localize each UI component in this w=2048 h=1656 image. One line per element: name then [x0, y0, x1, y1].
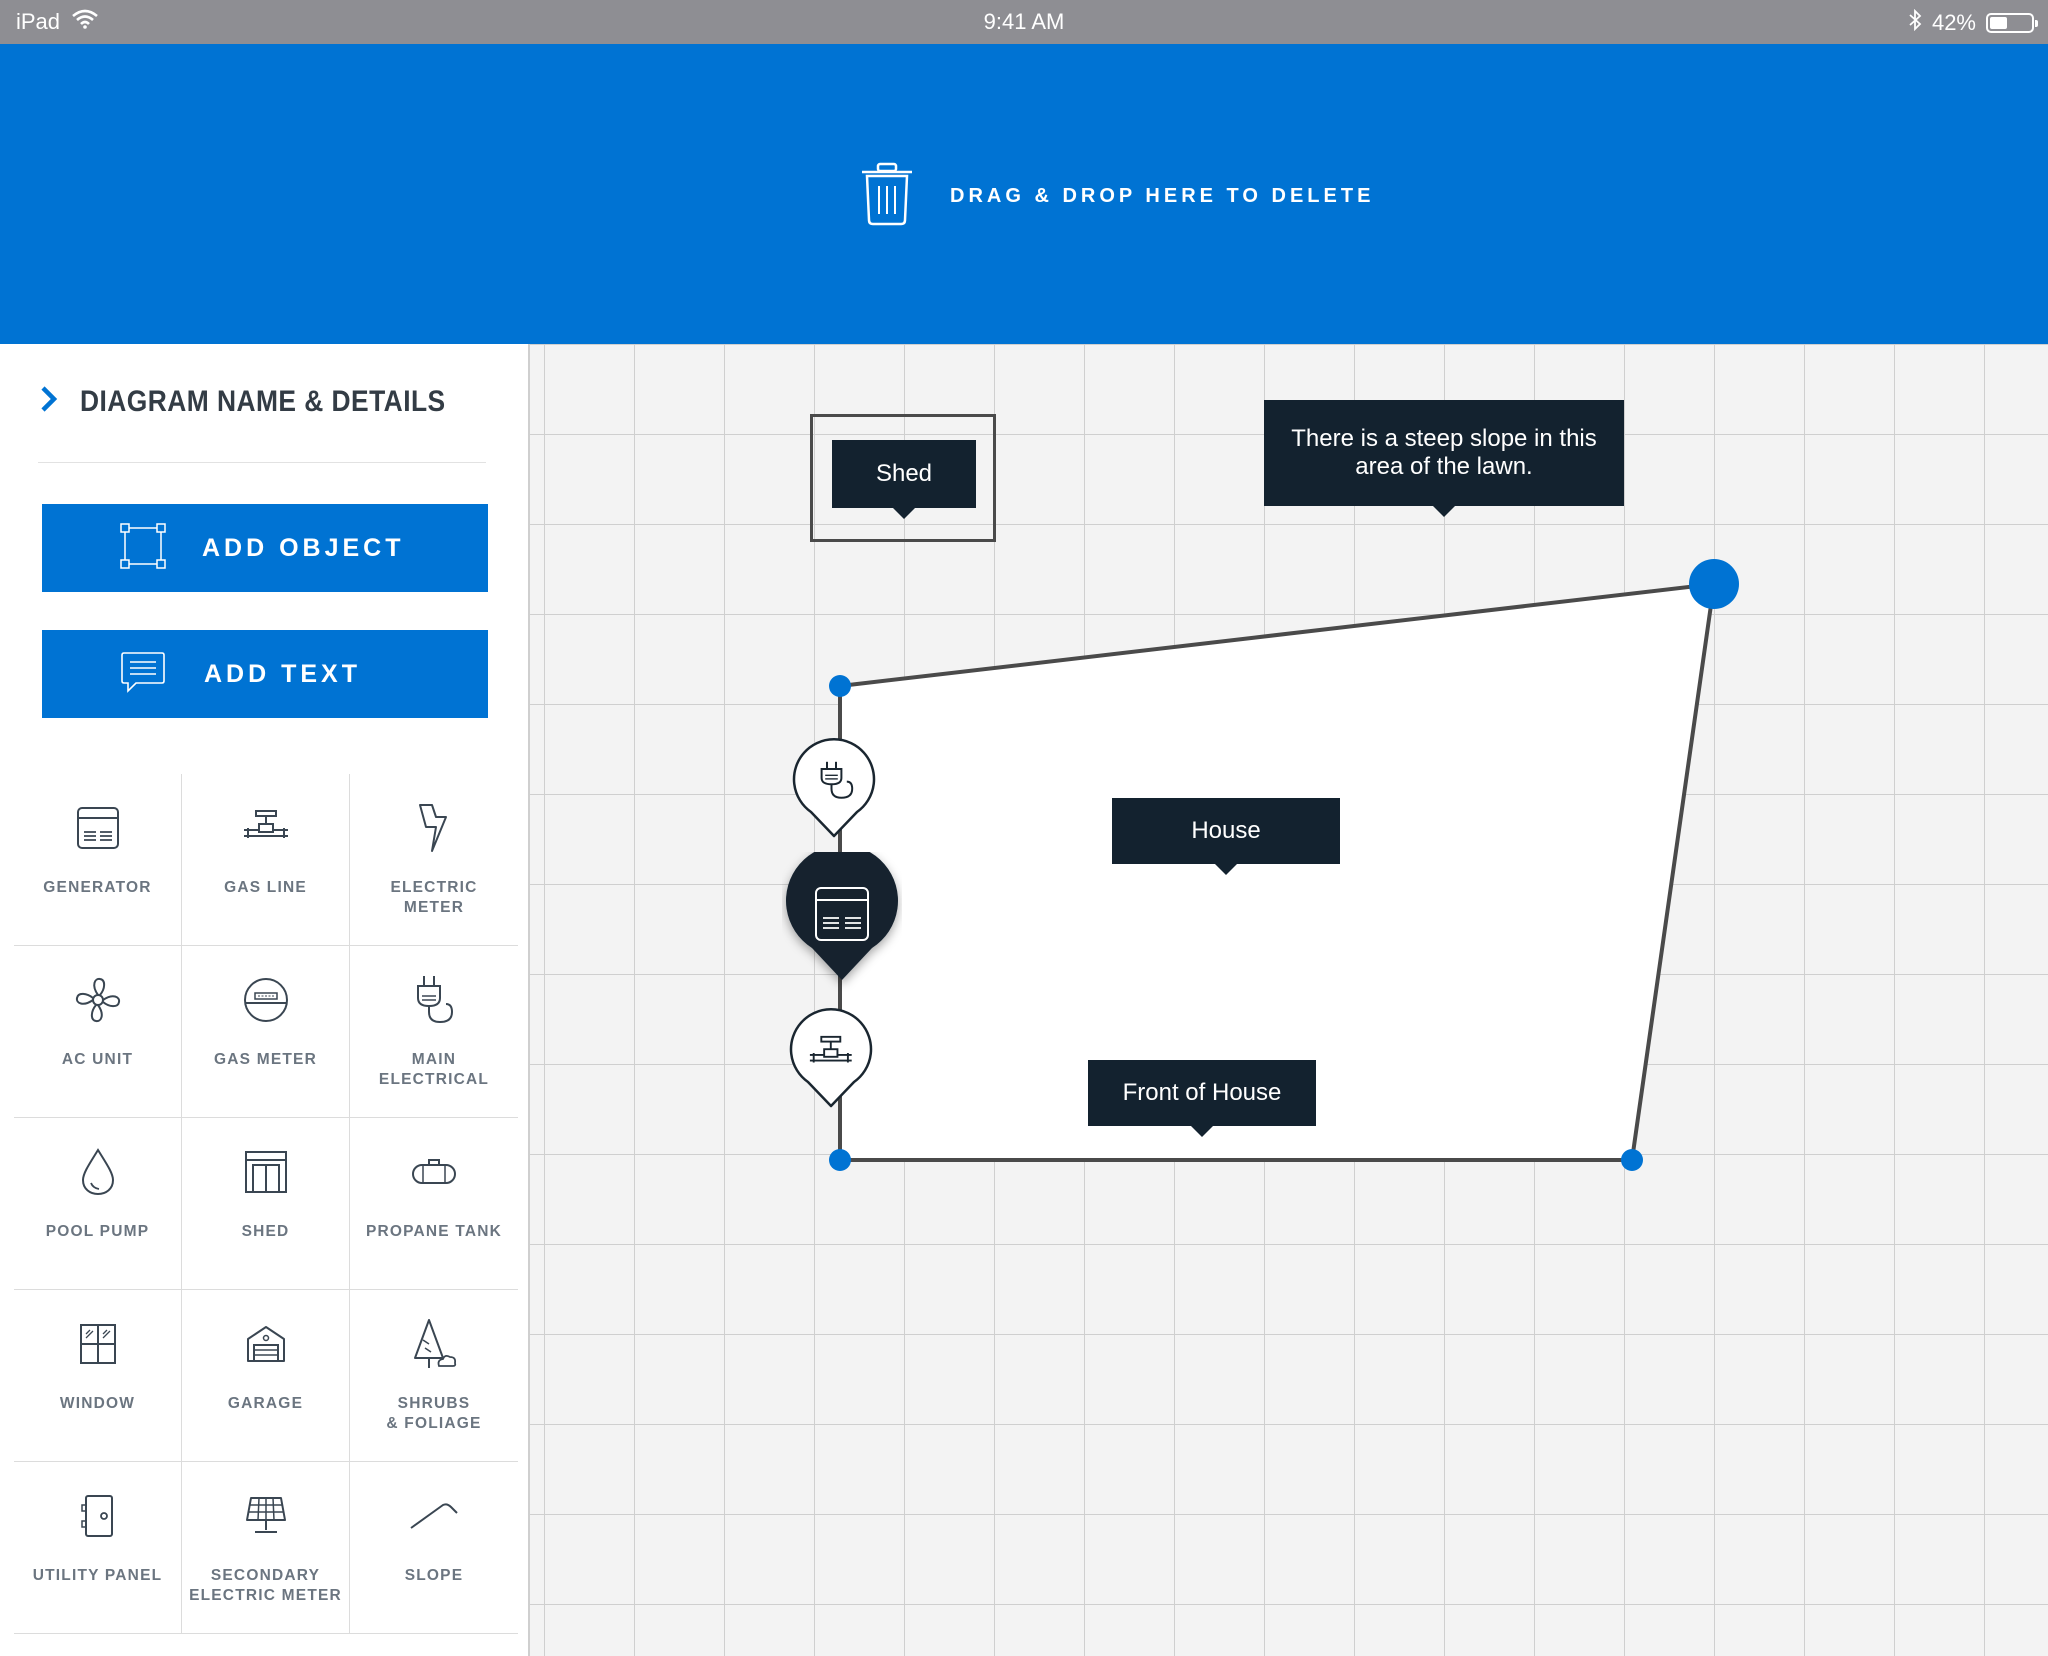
- object-window[interactable]: WINDOW: [14, 1290, 182, 1462]
- add-text-button[interactable]: ADD TEXT: [42, 630, 488, 718]
- object-label: SLOPE: [404, 1567, 464, 1584]
- object-shed[interactable]: SHED: [182, 1118, 350, 1290]
- gas-line-icon: [242, 800, 290, 856]
- object-gas-line[interactable]: GAS LINE: [182, 774, 350, 946]
- shed-icon: [243, 1144, 289, 1200]
- pin-generator-selected[interactable]: [782, 844, 902, 997]
- divider: [38, 462, 486, 463]
- object-label: UTILITY PANEL: [32, 1567, 163, 1584]
- main-electrical-icon: [410, 972, 458, 1028]
- shed-object-frame[interactable]: [810, 414, 996, 542]
- object-utility-panel[interactable]: UTILITY PANEL: [14, 1462, 182, 1634]
- object-label: AC UNIT: [61, 1051, 134, 1068]
- object-main-electrical[interactable]: MAIN ELECTRICAL: [350, 946, 518, 1118]
- add-text-icon: [120, 651, 166, 698]
- shrubs-foliage-icon: [409, 1316, 459, 1372]
- object-secondary-electric-meter[interactable]: SECONDARY ELECTRIC METER: [182, 1462, 350, 1634]
- electric-meter-icon: [414, 800, 454, 856]
- object-label: ELECTRIC METER: [390, 879, 478, 916]
- garage-icon: [244, 1316, 288, 1372]
- object-propane-tank[interactable]: PROPANE TANK: [350, 1118, 518, 1290]
- pool-pump-icon: [78, 1144, 118, 1200]
- pin-main-electrical[interactable]: [789, 736, 879, 847]
- house-outline: [829, 559, 1739, 1171]
- delete-drop-zone[interactable]: DRAG & DROP HERE TO DELETE: [0, 44, 2048, 344]
- object-electric-meter[interactable]: ELECTRIC METER: [350, 774, 518, 946]
- propane-tank-icon: [409, 1144, 459, 1200]
- object-label: SECONDARY ELECTRIC METER: [189, 1567, 342, 1604]
- pin-gas-line[interactable]: [786, 1006, 876, 1117]
- ac-unit-icon: [73, 972, 123, 1028]
- object-slope[interactable]: SLOPE: [350, 1462, 518, 1634]
- gas-meter-icon: [242, 972, 290, 1028]
- object-gas-meter[interactable]: GAS METER: [182, 946, 350, 1118]
- battery-percent: 42%: [1931, 10, 1976, 35]
- object-label: POOL PUMP: [45, 1223, 150, 1240]
- secondary-electric-meter-icon: [243, 1488, 289, 1544]
- status-bar: iPad 9:41 AM 42%: [0, 0, 2048, 44]
- object-label: GARAGE: [227, 1395, 304, 1412]
- delete-zone-label: DRAG & DROP HERE TO DELETE: [950, 185, 1375, 207]
- trash-icon: [860, 162, 914, 231]
- object-label: SHED: [241, 1223, 290, 1240]
- tag-slope-note[interactable]: There is a steep slope in this area of t…: [1264, 400, 1624, 517]
- diagram-details-title: DIAGRAM NAME & DETAILS: [80, 384, 446, 418]
- battery-icon: [1986, 13, 2038, 33]
- slope-icon: [409, 1488, 459, 1544]
- tag-shed[interactable]: Shed: [832, 440, 976, 519]
- object-ac-unit[interactable]: AC UNIT: [14, 946, 182, 1118]
- device-name: iPad: [16, 9, 61, 34]
- diagram-details-toggle[interactable]: DIAGRAM NAME & DETAILS: [38, 384, 495, 419]
- object-generator[interactable]: GENERATOR: [14, 774, 182, 946]
- object-shrubs-foliage[interactable]: SHRUBS & FOLIAGE: [350, 1290, 518, 1462]
- object-pool-pump[interactable]: POOL PUMP: [14, 1118, 182, 1290]
- object-label: PROPANE TANK: [365, 1223, 503, 1240]
- chevron-right-icon: [38, 384, 60, 419]
- tag-house[interactable]: House: [1112, 798, 1340, 875]
- tag-front-of-house[interactable]: Front of House: [1088, 1060, 1316, 1137]
- window-icon: [78, 1316, 118, 1372]
- object-label: MAIN ELECTRICAL: [378, 1051, 490, 1088]
- status-time: 9:41 AM: [983, 9, 1065, 34]
- main-electrical-icon: [820, 761, 854, 799]
- object-label: GAS LINE: [224, 879, 307, 896]
- wifi-icon: [72, 9, 98, 35]
- utility-panel-icon: [80, 1488, 116, 1544]
- add-object-label: ADD OBJECT: [202, 533, 405, 562]
- object-garage[interactable]: GARAGE: [182, 1290, 350, 1462]
- add-object-icon: [120, 522, 166, 574]
- diagram-canvas[interactable]: Shed There is a steep slope in this area…: [530, 344, 2048, 1656]
- add-text-label: ADD TEXT: [204, 659, 361, 688]
- object-sidebar: DIAGRAM NAME & DETAILS ADD OBJECT ADD TE…: [0, 344, 530, 1656]
- vertex-handle[interactable]: [829, 1149, 851, 1171]
- generator-icon: [74, 800, 122, 856]
- add-object-button[interactable]: ADD OBJECT: [42, 504, 488, 592]
- gas-line-icon: [809, 1035, 852, 1063]
- object-label: GENERATOR: [43, 879, 152, 896]
- status-right: 42%: [1908, 8, 2038, 37]
- object-label: WINDOW: [59, 1395, 136, 1412]
- status-left: iPad: [16, 9, 98, 35]
- object-palette: GENERATOR GAS LINE ELECTRIC METER AC UNI…: [14, 774, 518, 1634]
- object-label: GAS METER: [214, 1051, 317, 1068]
- object-label: SHRUBS & FOLIAGE: [386, 1395, 482, 1432]
- vertex-handle-selected[interactable]: [1689, 559, 1739, 609]
- generator-icon: [815, 887, 869, 941]
- vertex-handle[interactable]: [1621, 1149, 1643, 1171]
- bluetooth-icon: [1908, 8, 1922, 37]
- vertex-handle[interactable]: [829, 675, 851, 697]
